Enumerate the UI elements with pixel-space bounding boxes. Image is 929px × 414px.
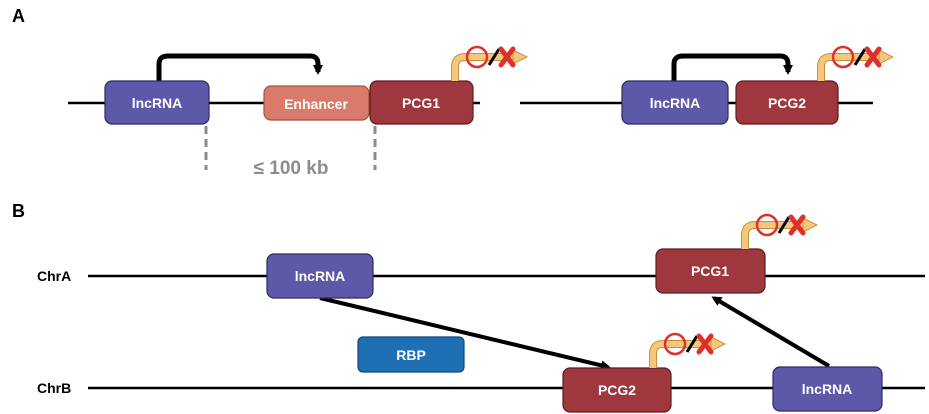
lncrna-label: lncRNA — [802, 381, 853, 397]
rbp-protein: RBP — [357, 336, 465, 373]
pcg1-label: PCG1 — [402, 95, 440, 111]
lncrna-gene-a-left: lncRNA — [104, 80, 210, 125]
promoter-arrow-icon — [653, 334, 725, 368]
cis-regulation-arrow-left — [156, 53, 323, 83]
promoter-arrow-icon — [821, 47, 893, 81]
rbp-label: RBP — [396, 347, 426, 363]
trans-regulation-arrow-1 — [319, 296, 611, 371]
promoter-arrow-icon — [455, 47, 527, 81]
lncrna-gene-chra: lncRNA — [266, 253, 374, 299]
lncrna-gene-a-right: lncRNA — [621, 80, 729, 125]
enhancer-label: Enhancer — [284, 96, 348, 112]
lncrna-label: lncRNA — [132, 95, 183, 111]
pcg2-label: PCG2 — [768, 95, 806, 111]
lncrna-label: lncRNA — [650, 95, 701, 111]
pcg1-gene-a: PCG1 — [369, 80, 474, 125]
promoter-arrow-icon — [745, 215, 817, 249]
cis-regulation-arrow-right — [671, 53, 793, 83]
panel-label-b: B — [12, 201, 25, 221]
pcg2-gene-chrb: PCG2 — [562, 367, 672, 413]
lncrna-gene-chrb: lncRNA — [772, 366, 883, 412]
pcg2-label: PCG2 — [598, 382, 636, 398]
lncrna-label: lncRNA — [295, 268, 346, 284]
enhancer-element: Enhancer — [263, 85, 370, 121]
chromosome-label-b: ChrB — [37, 380, 71, 396]
chromosome-label-a: ChrA — [37, 268, 71, 284]
distance-label: ≤ 100 kb — [254, 158, 329, 179]
panel-label-a: A — [12, 6, 25, 26]
trans-regulation-arrow-2 — [711, 296, 831, 368]
pcg1-label: PCG1 — [691, 263, 729, 279]
pcg1-gene-chra: PCG1 — [655, 248, 766, 294]
pcg2-gene-a: PCG2 — [735, 80, 839, 125]
